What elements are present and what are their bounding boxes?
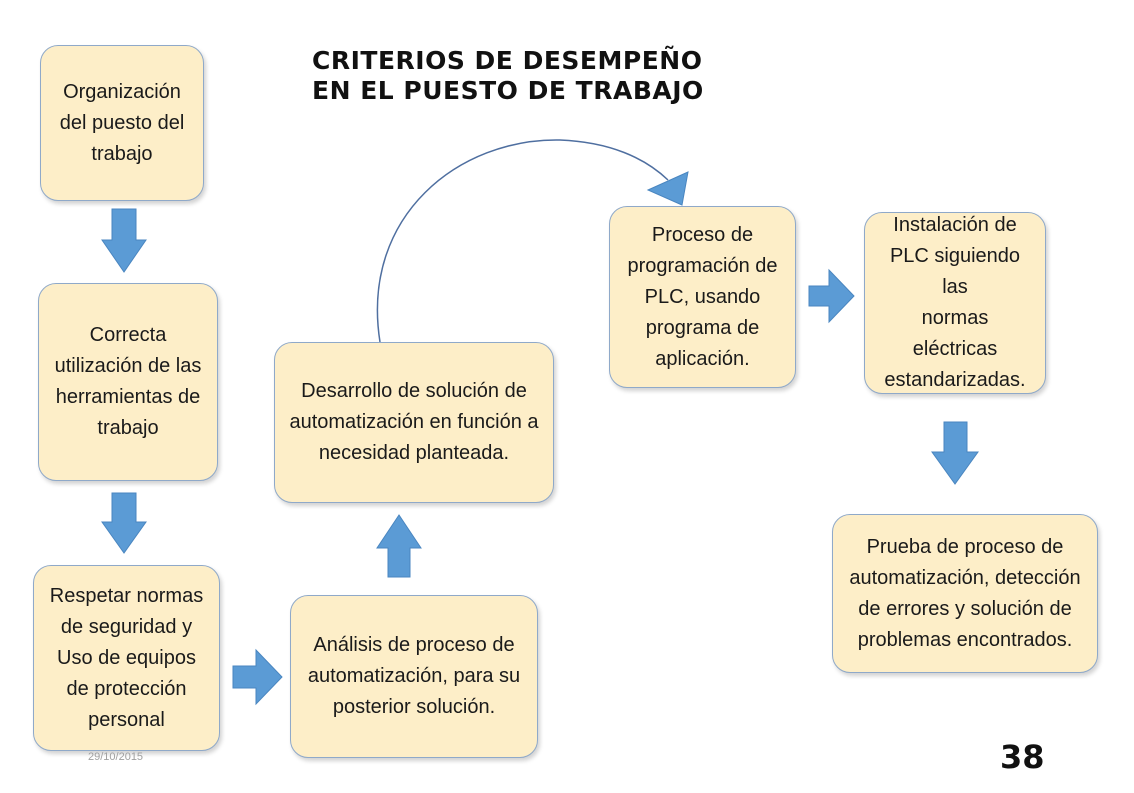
arrow-down-3 — [931, 421, 979, 485]
title-line-1: CRITERIOS DE DESEMPEÑO — [312, 46, 703, 75]
arrow-right-1 — [232, 648, 283, 706]
step-prueba: Prueba de proceso de automatización, det… — [832, 514, 1098, 673]
curved-connector — [376, 139, 669, 343]
step-prueba-text: Prueba de proceso de automatización, det… — [849, 535, 1081, 651]
step-instalacion-text: Instalación de PLC siguiendo las normas … — [884, 214, 1026, 391]
step-programacion: Proceso de programación de PLC, usando p… — [609, 206, 796, 388]
title-line-2: EN EL PUESTO DE TRABAJO — [312, 76, 704, 105]
step-respetar-normas-text: Respetar normas de seguridad y Uso de eq… — [49, 584, 204, 731]
footer-date: 29/10/2015 — [88, 751, 144, 763]
arrow-up-1 — [376, 514, 422, 578]
diagram-title: CRITERIOS DE DESEMPEÑO EN EL PUESTO DE T… — [312, 46, 704, 106]
curved-arrowhead — [646, 171, 689, 206]
step-analisis: Análisis de proceso de automatización, p… — [290, 595, 538, 758]
step-correcta-utilizacion-text: Correcta utilización de las herramientas… — [54, 324, 202, 439]
step-organizacion: Organización del puesto del trabajo — [40, 45, 204, 201]
step-instalacion: Instalación de PLC siguiendo las normas … — [864, 212, 1046, 394]
step-programacion-text: Proceso de programación de PLC, usando p… — [627, 223, 778, 370]
step-desarrollo: Desarrollo de solución de automatización… — [274, 342, 554, 503]
step-organizacion-text: Organización del puesto del trabajo — [59, 80, 185, 165]
arrow-right-2 — [808, 268, 855, 324]
arrow-down-1 — [101, 208, 147, 273]
step-respetar-normas: Respetar normas de seguridad y Uso de eq… — [33, 565, 220, 751]
step-desarrollo-text: Desarrollo de solución de automatización… — [289, 380, 539, 464]
page-number: 38 — [1000, 738, 1045, 776]
arrow-down-2 — [101, 492, 147, 554]
step-correcta-utilizacion: Correcta utilización de las herramientas… — [38, 283, 218, 481]
step-analisis-text: Análisis de proceso de automatización, p… — [307, 634, 521, 718]
